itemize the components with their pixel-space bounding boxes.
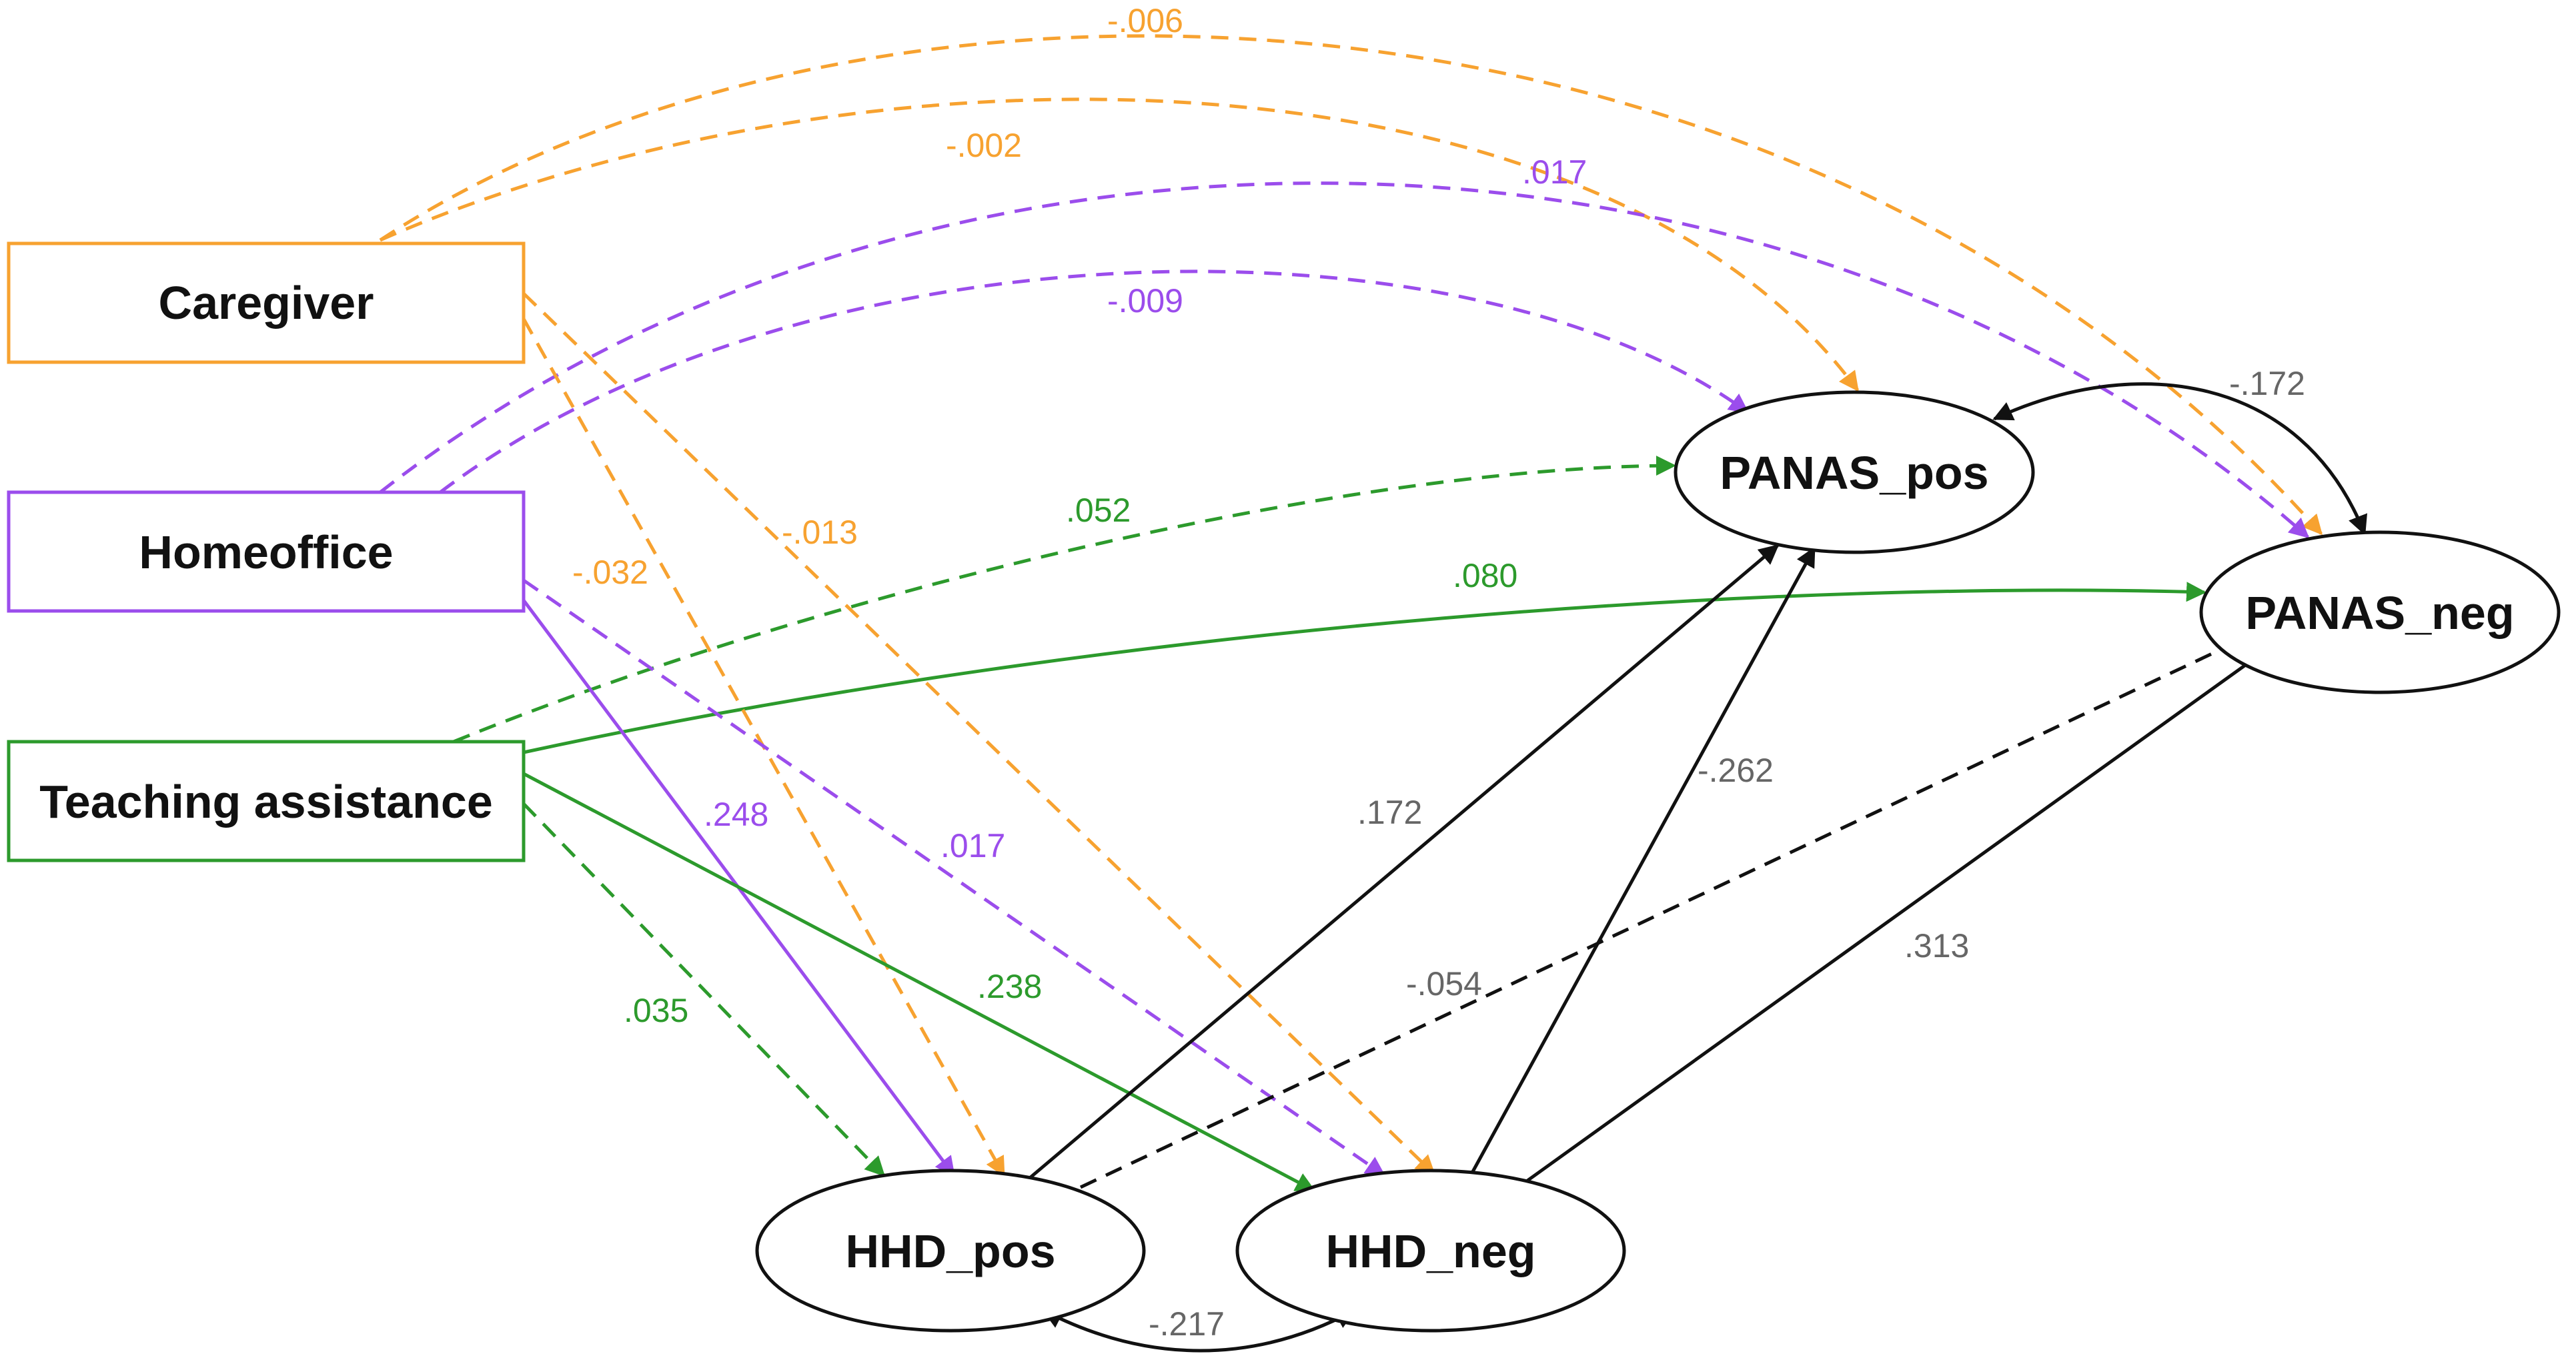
coef-panas-covariance: -.172 bbox=[2229, 365, 2305, 402]
path-homeoffice-panas-neg bbox=[379, 181, 2310, 538]
coef-teaching-hhd-neg: .238 bbox=[977, 968, 1042, 1005]
path-caregiver-panas-pos bbox=[379, 97, 1860, 392]
node-hhd-pos-label: HHD_pos bbox=[845, 1225, 1055, 1277]
coef-hhd-pos-panas-pos: .172 bbox=[1357, 794, 1422, 831]
coef-homeoffice-hhd-pos: .248 bbox=[704, 796, 768, 833]
coef-caregiver-panas-neg: -.006 bbox=[1107, 2, 1183, 39]
node-panas-pos: PANAS_pos bbox=[1674, 390, 2035, 554]
path-teaching-panas-pos bbox=[453, 456, 1676, 744]
coef-caregiver-hhd-neg: -.013 bbox=[782, 514, 858, 551]
path-hhd-neg-panas-pos bbox=[1469, 546, 1816, 1177]
node-homeoffice: Homeoffice bbox=[7, 490, 526, 613]
coef-hhd-neg-panas-neg: .313 bbox=[1904, 927, 1969, 964]
coef-hhd-neg-panas-pos: -.262 bbox=[1698, 752, 1774, 789]
node-panas-neg-label: PANAS_neg bbox=[2245, 587, 2514, 639]
node-panas-neg: PANAS_neg bbox=[2199, 530, 2561, 694]
node-caregiver-label: Caregiver bbox=[159, 277, 374, 329]
node-caregiver: Caregiver bbox=[7, 241, 526, 364]
path-homeoffice-panas-pos bbox=[439, 269, 1750, 494]
node-teaching-assistance: Teaching assistance bbox=[7, 740, 526, 862]
node-hhd-pos: HHD_pos bbox=[755, 1169, 1146, 1333]
coef-caregiver-panas-pos: -.002 bbox=[946, 127, 1022, 164]
path-teaching-panas-neg bbox=[523, 582, 2206, 754]
path-caregiver-panas-neg bbox=[379, 34, 2323, 536]
node-panas-pos-label: PANAS_pos bbox=[1720, 447, 1988, 499]
node-teaching-assistance-label: Teaching assistance bbox=[39, 776, 493, 828]
path-homeoffice-hhd-neg bbox=[522, 578, 1386, 1177]
coef-homeoffice-panas-pos: -.009 bbox=[1107, 282, 1183, 319]
covariance-hhd bbox=[1042, 1309, 1356, 1353]
path-teaching-hhd-pos bbox=[522, 802, 886, 1177]
path-hhd-neg-panas-neg bbox=[1526, 635, 2287, 1183]
covariance-panas bbox=[1992, 382, 2367, 536]
path-hhd-pos-panas-pos bbox=[1029, 544, 1780, 1179]
coef-homeoffice-hhd-neg: .017 bbox=[940, 827, 1005, 864]
path-caregiver-hhd-neg bbox=[522, 292, 1436, 1176]
path-hhd-pos-panas-neg bbox=[1079, 632, 2257, 1189]
coef-homeoffice-panas-neg: .017 bbox=[1522, 153, 1587, 191]
coef-teaching-panas-pos: .052 bbox=[1066, 492, 1131, 529]
coef-teaching-panas-neg: .080 bbox=[1453, 557, 1517, 594]
node-hhd-neg: HHD_neg bbox=[1235, 1169, 1626, 1333]
coef-hhd-pos-panas-neg: -.054 bbox=[1406, 965, 1482, 1002]
node-homeoffice-label: Homeoffice bbox=[139, 526, 393, 578]
coef-hhd-covariance: -.217 bbox=[1149, 1305, 1225, 1343]
coef-caregiver-hhd-pos: -.032 bbox=[572, 554, 648, 591]
node-hhd-neg-label: HHD_neg bbox=[1325, 1225, 1535, 1277]
path-teaching-hhd-neg bbox=[522, 772, 1316, 1193]
coef-teaching-hhd-pos: .035 bbox=[624, 992, 688, 1029]
